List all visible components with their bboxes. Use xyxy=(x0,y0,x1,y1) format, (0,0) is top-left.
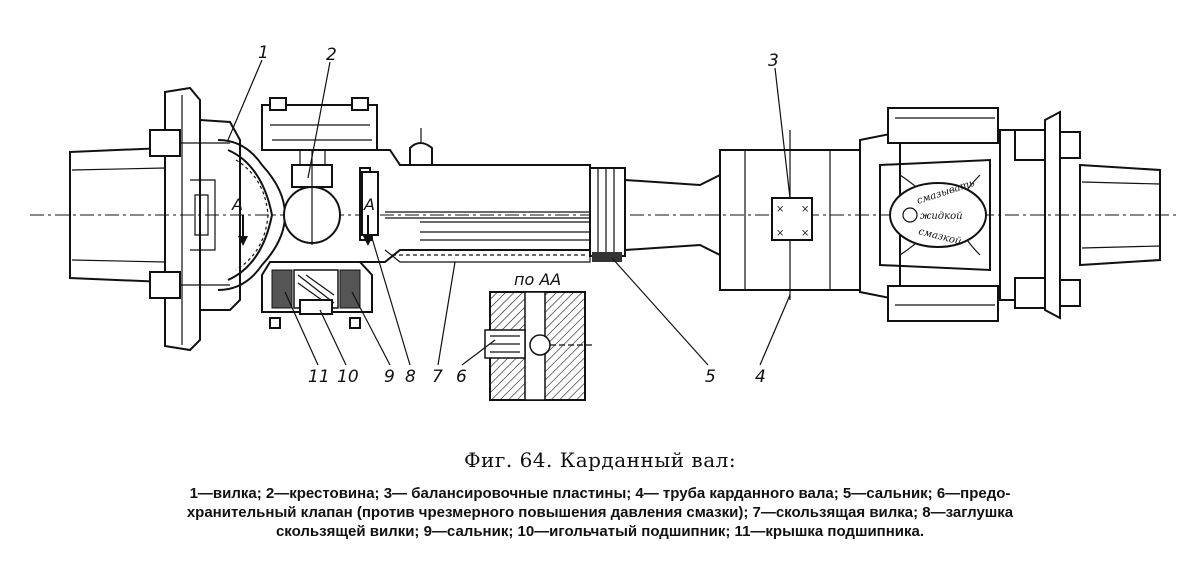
callout-6: 6 xyxy=(456,367,467,387)
callout-1: 1 xyxy=(258,43,269,63)
legend-line-2: хранительный клапан (против чрезмерного … xyxy=(186,504,1014,521)
bearing-cap-bottom xyxy=(261,261,373,329)
cross-spider xyxy=(283,150,341,245)
legend-line-1: 1—вилка; 2—крестовина; 3— балансировочны… xyxy=(189,485,1011,502)
legend-line-3: скользящей вилки; 9—сальник; 10—игольчат… xyxy=(275,523,925,540)
svg-text:А: А xyxy=(363,195,375,214)
leader-lines xyxy=(227,59,791,366)
right-flange xyxy=(999,110,1161,320)
callout-5: 5 xyxy=(705,367,716,387)
cardan-shaft-drawing: × × × × смазывать жидкой смазкой xyxy=(30,43,1180,401)
callout-3: 3 xyxy=(768,51,779,71)
svg-text:×: × xyxy=(801,228,809,239)
bolt-head-bottom-right xyxy=(1014,277,1046,309)
callout-7: 7 xyxy=(432,367,443,387)
bearing-cap-top xyxy=(261,97,378,151)
right-yoke: смазывать жидкой смазкой xyxy=(859,107,999,322)
svg-text:×: × xyxy=(801,204,809,215)
callout-4: 4 xyxy=(755,367,766,387)
section-label: по АА xyxy=(514,270,561,289)
bolt-head-bottom xyxy=(149,271,181,299)
balance-plate xyxy=(771,197,813,241)
callout-numbers: 1 2 3 4 5 6 7 8 9 10 11 xyxy=(258,43,779,387)
callout-2: 2 xyxy=(326,45,337,65)
lubrication-stamp xyxy=(889,182,987,248)
section-arrows: А А по АА xyxy=(231,195,561,289)
callout-9: 9 xyxy=(384,367,395,387)
svg-text:жидкой: жидкой xyxy=(920,211,963,222)
figure-caption: Фиг. 64. Карданный вал: 1—вилка; 2—крест… xyxy=(18,448,1182,541)
sliding-yoke xyxy=(345,128,591,263)
section-aa-detail xyxy=(484,291,595,401)
svg-text:А: А xyxy=(231,195,243,214)
figure-legend: 1—вилка; 2—крестовина; 3— балансировочны… xyxy=(18,484,1182,541)
figure-title: Фиг. 64. Карданный вал: xyxy=(463,448,737,472)
callout-11: 11 xyxy=(308,367,330,387)
callout-8: 8 xyxy=(405,367,416,387)
bolt-head-top-right xyxy=(1014,129,1046,161)
bolt-head-top xyxy=(149,129,181,157)
left-flange xyxy=(69,86,241,352)
callout-10: 10 xyxy=(337,367,359,387)
svg-text:×: × xyxy=(776,204,784,215)
svg-text:×: × xyxy=(776,228,784,239)
